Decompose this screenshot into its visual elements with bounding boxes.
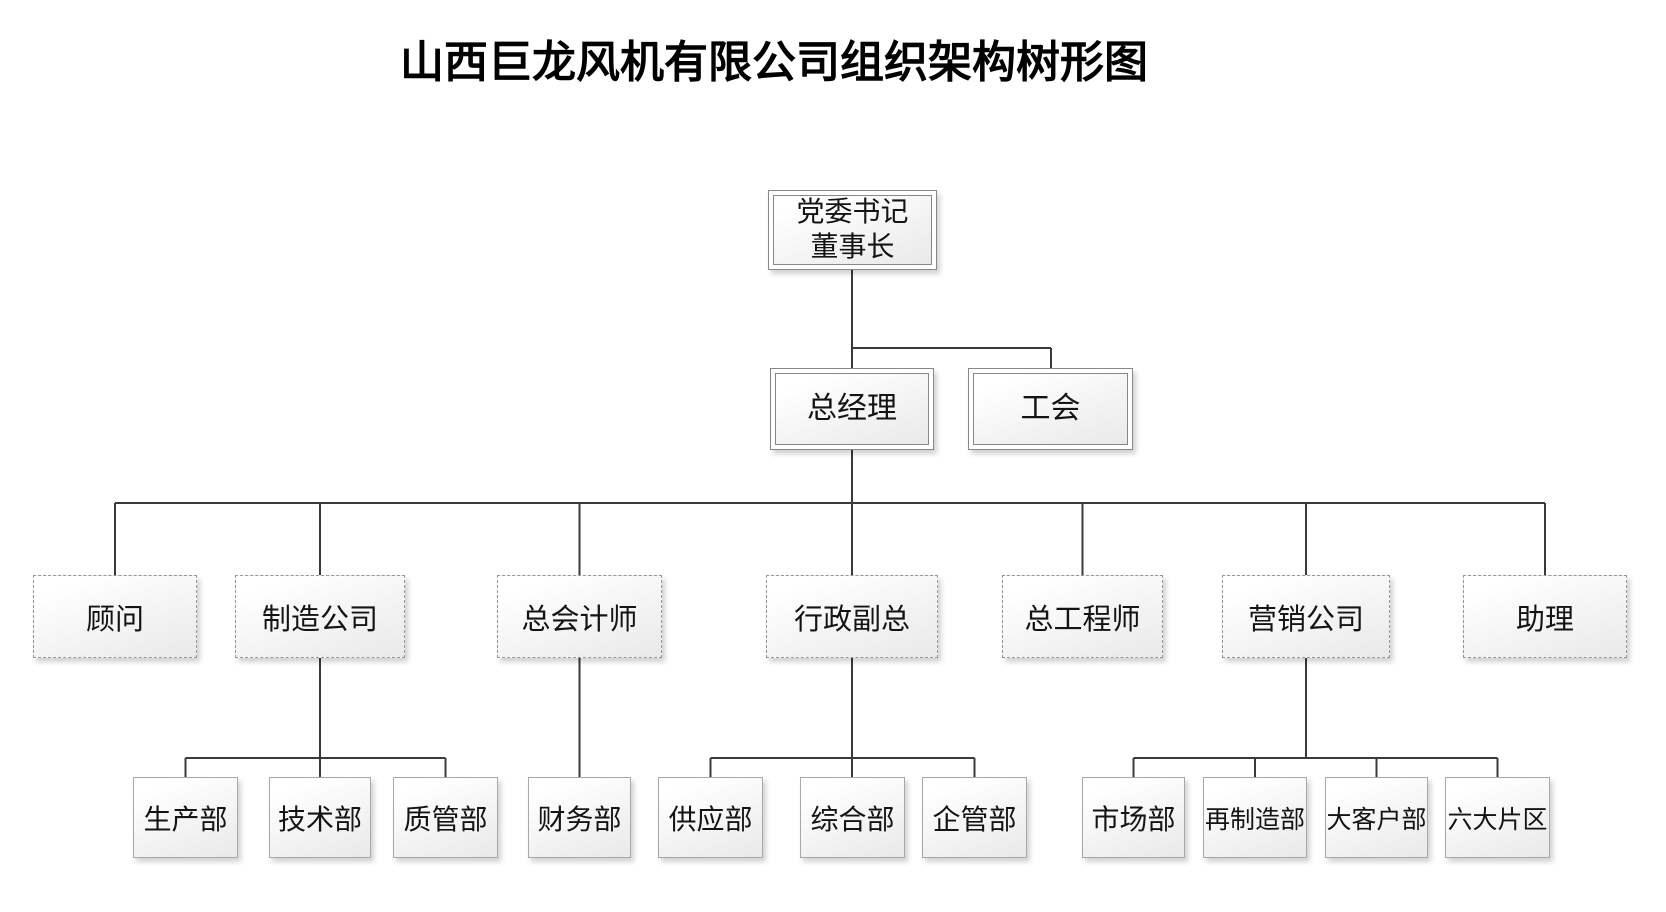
node-assistant: 助理 <box>1463 575 1627 658</box>
node-production-dept: 生产部 <box>133 777 238 858</box>
node-label: 技术部 <box>277 804 362 836</box>
node-enterprise-mgmt-dept: 企管部 <box>922 777 1027 858</box>
page-title: 山西巨龙风机有限公司组织架构树形图 <box>400 38 1148 87</box>
node-label: 顾问 <box>85 603 144 636</box>
node-label: 助理 <box>1515 603 1574 636</box>
node-label: 企管部 <box>932 804 1017 836</box>
node-manufacturing-company: 制造公司 <box>235 575 405 658</box>
node-label: 生产部 <box>143 804 228 836</box>
node-market-dept: 市场部 <box>1082 777 1185 858</box>
node-labor-union-inner: 工会 <box>973 373 1128 445</box>
node-label: 质管部 <box>403 804 488 836</box>
node-chief-engineer: 总工程师 <box>1002 575 1163 658</box>
node-label: 行政副总 <box>793 603 910 636</box>
node-supply-dept: 供应部 <box>658 777 763 858</box>
node-chief-accountant: 总会计师 <box>497 575 662 658</box>
node-label: 工会 <box>1020 392 1081 426</box>
node-label: 供应部 <box>668 804 753 836</box>
node-technology-dept: 技术部 <box>269 777 371 858</box>
node-label: 制造公司 <box>261 603 378 636</box>
node-label: 市场部 <box>1091 804 1176 836</box>
node-label: 总工程师 <box>1024 603 1141 636</box>
node-quality-dept: 质管部 <box>393 777 498 858</box>
node-label: 总经理 <box>807 392 897 426</box>
node-label: 财务部 <box>537 804 622 836</box>
node-party-secretary-chairman-inner: 党委书记 董事长 <box>773 195 932 265</box>
node-six-regions: 六大片区 <box>1445 777 1550 858</box>
node-general-manager: 总经理 <box>770 368 934 450</box>
node-marketing-company: 营销公司 <box>1222 575 1390 658</box>
node-admin-vice-president: 行政副总 <box>766 575 938 658</box>
node-label: 大客户部 <box>1326 806 1427 834</box>
node-label: 再制造部 <box>1204 806 1305 834</box>
node-key-accounts-dept: 大客户部 <box>1325 777 1428 858</box>
node-advisor: 顾问 <box>33 575 197 658</box>
node-label: 营销公司 <box>1247 603 1364 636</box>
node-label: 党委书记 <box>796 197 909 228</box>
node-finance-dept: 财务部 <box>528 777 631 858</box>
node-labor-union: 工会 <box>968 368 1133 450</box>
node-label: 六大片区 <box>1447 806 1548 834</box>
node-label: 董事长 <box>810 232 895 263</box>
node-remanufacturing-dept: 再制造部 <box>1203 777 1307 858</box>
node-party-secretary-chairman: 党委书记 董事长 <box>768 190 937 270</box>
node-general-affairs-dept: 综合部 <box>800 777 905 858</box>
node-label: 综合部 <box>810 804 895 836</box>
node-label: 总会计师 <box>521 603 638 636</box>
node-general-manager-inner: 总经理 <box>775 373 929 445</box>
